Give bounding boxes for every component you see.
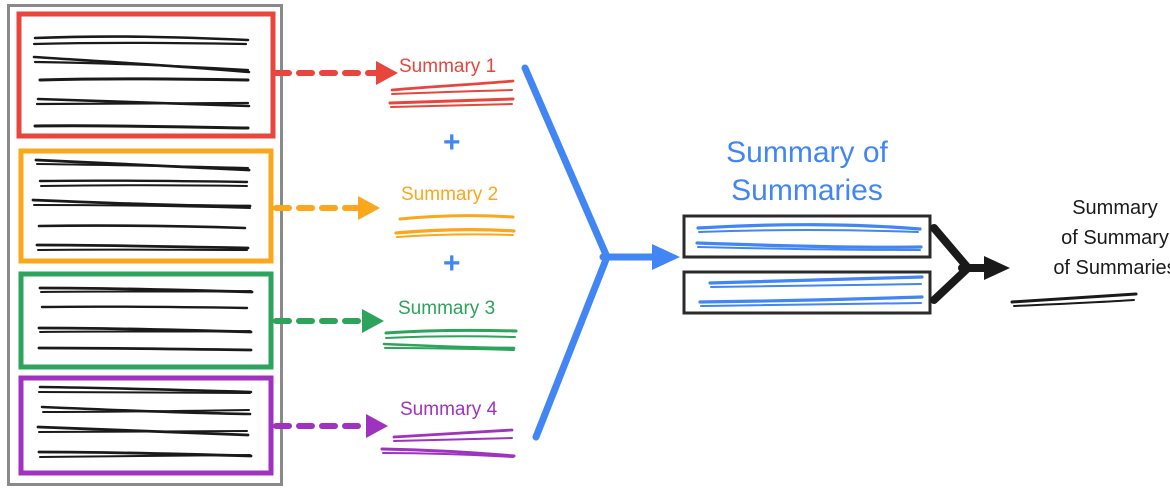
chunk-2-text-lines: [31, 158, 252, 251]
summary-label-3[interactable]: Summary 3: [398, 298, 496, 319]
sos-title-line-2: Summaries: [731, 174, 883, 207]
plus-operator-2: +: [443, 247, 461, 280]
plus-operator-1: +: [443, 126, 461, 159]
map-arrow-2: [273, 196, 380, 220]
chunk-box-1[interactable]: [16, 11, 276, 139]
final-label-line-1: Summary: [1072, 197, 1158, 219]
map-arrow-1: [273, 61, 398, 85]
reduce-arrow-blue: [521, 64, 680, 441]
final-label-line-2: of Summary: [1061, 227, 1169, 249]
sos-title-line-1: Summary of: [726, 136, 888, 169]
map-arrow-3: [273, 309, 384, 333]
summary-1-lines: [388, 79, 515, 108]
chunk-3-text-lines: [37, 286, 254, 352]
summary-4-lines: [380, 428, 516, 458]
summary-label-4[interactable]: Summary 4: [400, 399, 498, 420]
source-document-frame: [7, 4, 283, 486]
summary-3-lines: [382, 328, 518, 351]
summary-label-2[interactable]: Summary 2: [401, 184, 499, 205]
final-output-label: Summary of Summary of Summaries: [1020, 193, 1170, 283]
chunk-1-text-lines: [32, 35, 251, 130]
sos-box-1-lines: [695, 223, 923, 251]
summary-of-summaries-title: Summary of Summaries: [657, 134, 957, 210]
sos-box-2-lines: [698, 275, 924, 307]
map-arrow-4: [273, 414, 388, 438]
summary-2-lines: [394, 214, 516, 238]
final-label-line-3: of Summaries: [1053, 257, 1170, 279]
final-reduce-arrow-black: [930, 224, 1010, 304]
chunk-4-text-lines: [36, 385, 253, 458]
final-output-line: [1010, 292, 1138, 307]
summary-label-1[interactable]: Summary 1: [399, 56, 497, 77]
chunk-box-3[interactable]: [18, 271, 274, 370]
